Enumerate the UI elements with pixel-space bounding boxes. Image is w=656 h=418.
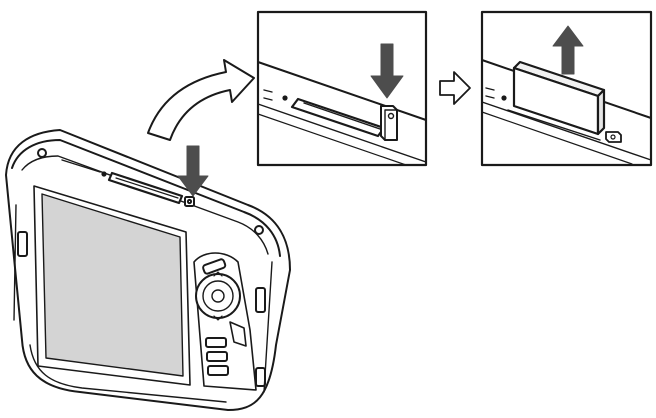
side-button-2 [206,351,228,362]
right-side-edge [263,261,273,393]
step-1-card-slot [290,97,386,138]
step-1-left-mark [263,89,273,101]
top-indicator-dot [101,171,107,177]
side-button-1 [205,337,227,348]
media-viewer-device [5,129,291,411]
device-bottom-edge [29,344,227,403]
side-button-3 [207,365,229,376]
step-1-eject-button [380,105,398,141]
top-speaker-line [61,159,101,173]
pull-up-arrow-icon [552,25,584,75]
control-panel-outline [193,252,257,391]
step-2-panel [480,10,653,167]
step-2-left-mark [485,87,495,99]
side-connector-slot [17,231,28,257]
step-1-surface-line [257,103,427,163]
curved-arrow-icon [147,59,255,141]
step-1-indicator-dot [282,95,288,101]
step-1-panel [256,10,428,167]
step-2-ridge-line [481,111,633,165]
dpad-up-mark [213,271,223,277]
device-top-rim [11,139,281,257]
control-cluster [193,252,257,391]
step-1-ridge-line [257,113,407,166]
step-2-indicator-dot [501,95,507,101]
step-1-frame [256,10,428,167]
top-screw-right [254,225,264,235]
step-2-slot-lip [507,109,601,141]
step-2-eject-button [605,131,622,143]
push-down-arrow-icon [177,145,209,197]
hold-switch [255,287,266,313]
device-eject-button [184,196,195,207]
step-2-eject-button-dot [610,134,616,140]
ok-button [211,289,225,303]
ejected-memory-card-side [596,88,606,136]
navigation-pad-ring [202,280,234,312]
hollow-right-arrow-icon [439,71,471,105]
step-1-push-arrow-icon [370,43,404,99]
step-1-card-edge [303,102,381,130]
device-eject-button-dot [186,198,193,205]
dpad-down-mark [213,315,223,321]
step-1-eject-button-edge [384,109,398,141]
display-screen [41,193,184,377]
jog-dial [229,321,247,347]
side-edge-line [13,204,17,321]
top-screw-left [37,148,47,158]
step-2-surface-line [481,101,652,161]
device-card-slot-inner [115,177,179,199]
menu-button [202,258,227,275]
step-1-eject-button-dot [387,112,395,120]
